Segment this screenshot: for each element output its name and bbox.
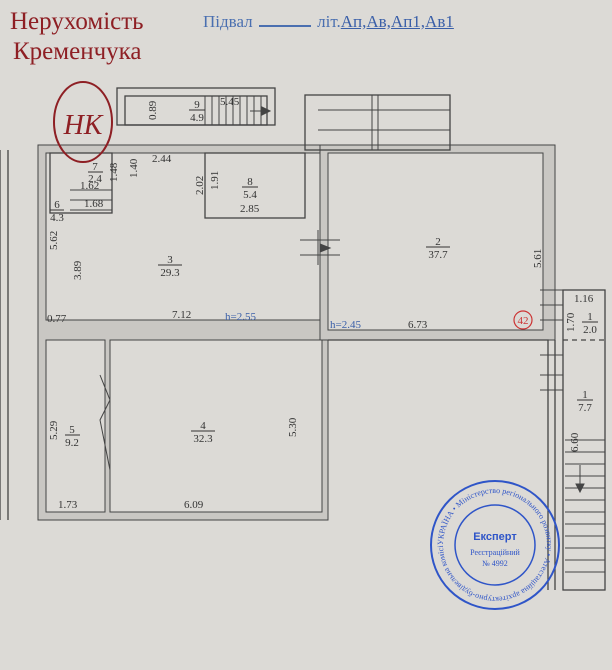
plan-label: 7.7	[578, 402, 592, 414]
plan-label: 3	[167, 254, 173, 266]
letters: Ап,Ав,Ап1,Ав1	[340, 12, 454, 31]
plan-label: 1.91	[209, 171, 221, 190]
plan-label: 0.89	[147, 100, 159, 120]
floor-caption: Підвал літ.Ап,Ав,Ап1,Ав1	[203, 12, 454, 32]
plan-label: 6.73	[408, 319, 428, 331]
plan-label: 2.0	[583, 324, 597, 336]
plan-label: Експерт	[473, 531, 517, 543]
plan-label: 7	[92, 161, 98, 173]
plan-label: 29.3	[160, 267, 180, 279]
plan-label: Реєстраційний	[470, 548, 520, 557]
stairs	[70, 95, 605, 573]
plan-label: 2	[435, 236, 441, 248]
letter-prefix: літ.	[317, 12, 341, 31]
brand-line-1: Нерухомість	[10, 8, 144, 35]
plan-label: 1.62	[80, 180, 99, 192]
plan-label: 9.2	[65, 437, 79, 449]
plan-label: 4	[200, 420, 206, 432]
plan-label: 37.7	[428, 249, 448, 261]
room-7: 72.4	[88, 161, 103, 185]
plan-label: 5	[69, 424, 75, 436]
plan-label: НК	[63, 110, 104, 141]
room-3: 329.3	[158, 254, 182, 279]
floor-label: Підвал	[203, 12, 253, 31]
plan-label: h=2.45	[330, 319, 361, 331]
room-4: 432.3	[191, 420, 215, 445]
room-1a: 12.0	[582, 311, 598, 336]
plan-label: 5.62	[48, 231, 60, 250]
plan-label: 1	[587, 311, 593, 323]
plan-label: 32.3	[193, 433, 213, 445]
plan-label: 4.3	[50, 212, 64, 224]
plan-label: 5.45	[220, 96, 240, 108]
room-2: 237.7	[426, 236, 450, 261]
plan-label: 6	[54, 199, 60, 211]
plan-label: 5.29	[48, 420, 60, 440]
plan-label: 6.09	[184, 499, 204, 511]
marker-42: 42	[513, 310, 533, 330]
dimensions: 0.89 5.45 2.44 1.40 2.02 1.91 2.85 1.48 …	[47, 96, 594, 511]
plan-label: 9	[194, 99, 200, 111]
room-labels: 94.9 85.4 72.4 64.3 329.3 237.7 12.0 17.…	[50, 99, 598, 449]
plan-label: 2.02	[194, 176, 206, 195]
plan-label: 3.89	[72, 260, 84, 280]
room-5: 59.2	[65, 424, 80, 449]
plan-label: 1.40	[128, 158, 140, 178]
brand-line-2: Кременчука	[13, 38, 142, 65]
plan-label: № 4992	[482, 559, 508, 568]
plan-label: 5.61	[532, 249, 544, 268]
blank-line	[258, 25, 311, 27]
plan-label: 5.30	[287, 417, 299, 437]
plan-label: 1.68	[84, 198, 104, 210]
plan-label: 1	[582, 389, 588, 401]
room-8: 85.4	[242, 176, 258, 201]
plan-label: 1.73	[58, 499, 78, 511]
room-1b: 17.7	[577, 389, 593, 414]
plan-label: 5.4	[243, 189, 257, 201]
plan-label: 8	[247, 176, 253, 188]
plan-label: 4.9	[190, 112, 204, 124]
logo: НК	[53, 81, 113, 163]
plan-label: 2.44	[152, 153, 172, 165]
plan-label: 42	[518, 315, 529, 327]
room-9: 94.9	[189, 99, 205, 124]
plan-label: 2.4	[88, 173, 102, 185]
room-6: 64.3	[50, 199, 64, 224]
plan-label: 7.12	[172, 309, 191, 321]
plan-label: h=2.55	[225, 311, 256, 323]
walls	[0, 87, 606, 591]
plan-label: 1.48	[108, 162, 120, 182]
plan-label: 6.60	[569, 432, 581, 452]
plan-label: 0.77	[47, 313, 67, 325]
plan-label: 2.85	[240, 203, 260, 215]
plan-label: 1.16	[574, 293, 594, 305]
plan-label: 1.70	[565, 312, 577, 332]
